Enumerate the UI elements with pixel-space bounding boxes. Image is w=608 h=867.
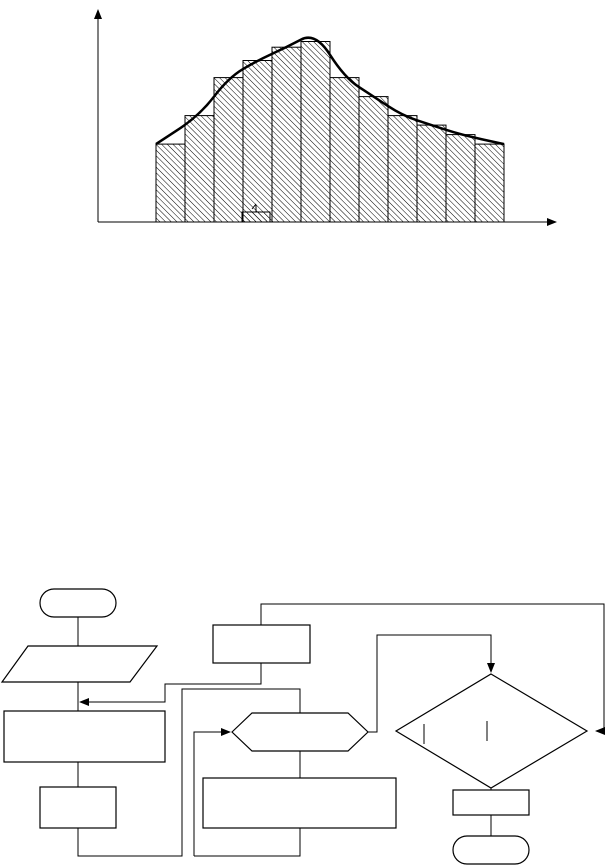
end-terminal <box>452 835 530 865</box>
histogram-bar <box>416 124 447 223</box>
process-box-wide <box>202 777 397 829</box>
histogram-bar <box>329 77 360 223</box>
connector-top-box-to-process1 <box>79 663 262 706</box>
connector-wide-box-loop-back <box>194 828 301 857</box>
start-terminal <box>39 588 117 618</box>
histogram-bar <box>445 134 476 223</box>
decision-hexagon <box>231 712 369 752</box>
histogram-bar <box>358 96 389 223</box>
histogram-bar <box>242 60 273 223</box>
connector-process2-hexagon <box>77 688 301 857</box>
histogram-figure <box>94 9 557 226</box>
histogram-bar <box>300 41 331 223</box>
process-box-end <box>452 789 530 816</box>
histogram-bar <box>474 143 505 223</box>
decision-diamond <box>394 673 589 789</box>
connector-hexagon-to-diamond <box>368 634 495 733</box>
histogram-bar <box>271 46 302 223</box>
input-parallelogram <box>0 645 159 683</box>
highlighted-bar-base <box>241 211 271 223</box>
process-box-1 <box>3 710 166 763</box>
histogram-bars <box>155 41 505 223</box>
histogram-bar <box>213 77 244 223</box>
histogram-bar <box>184 115 215 223</box>
bar-width-tick <box>251 203 257 212</box>
flowchart <box>0 588 605 865</box>
process-box-2 <box>39 786 117 829</box>
histogram-bar <box>155 143 186 223</box>
distribution-curve <box>155 36 505 146</box>
process-box-top <box>212 624 311 664</box>
connector-loop-into-hexagon <box>193 728 231 856</box>
highlighted-bar-marker <box>241 203 271 223</box>
histogram-bar <box>387 115 418 223</box>
